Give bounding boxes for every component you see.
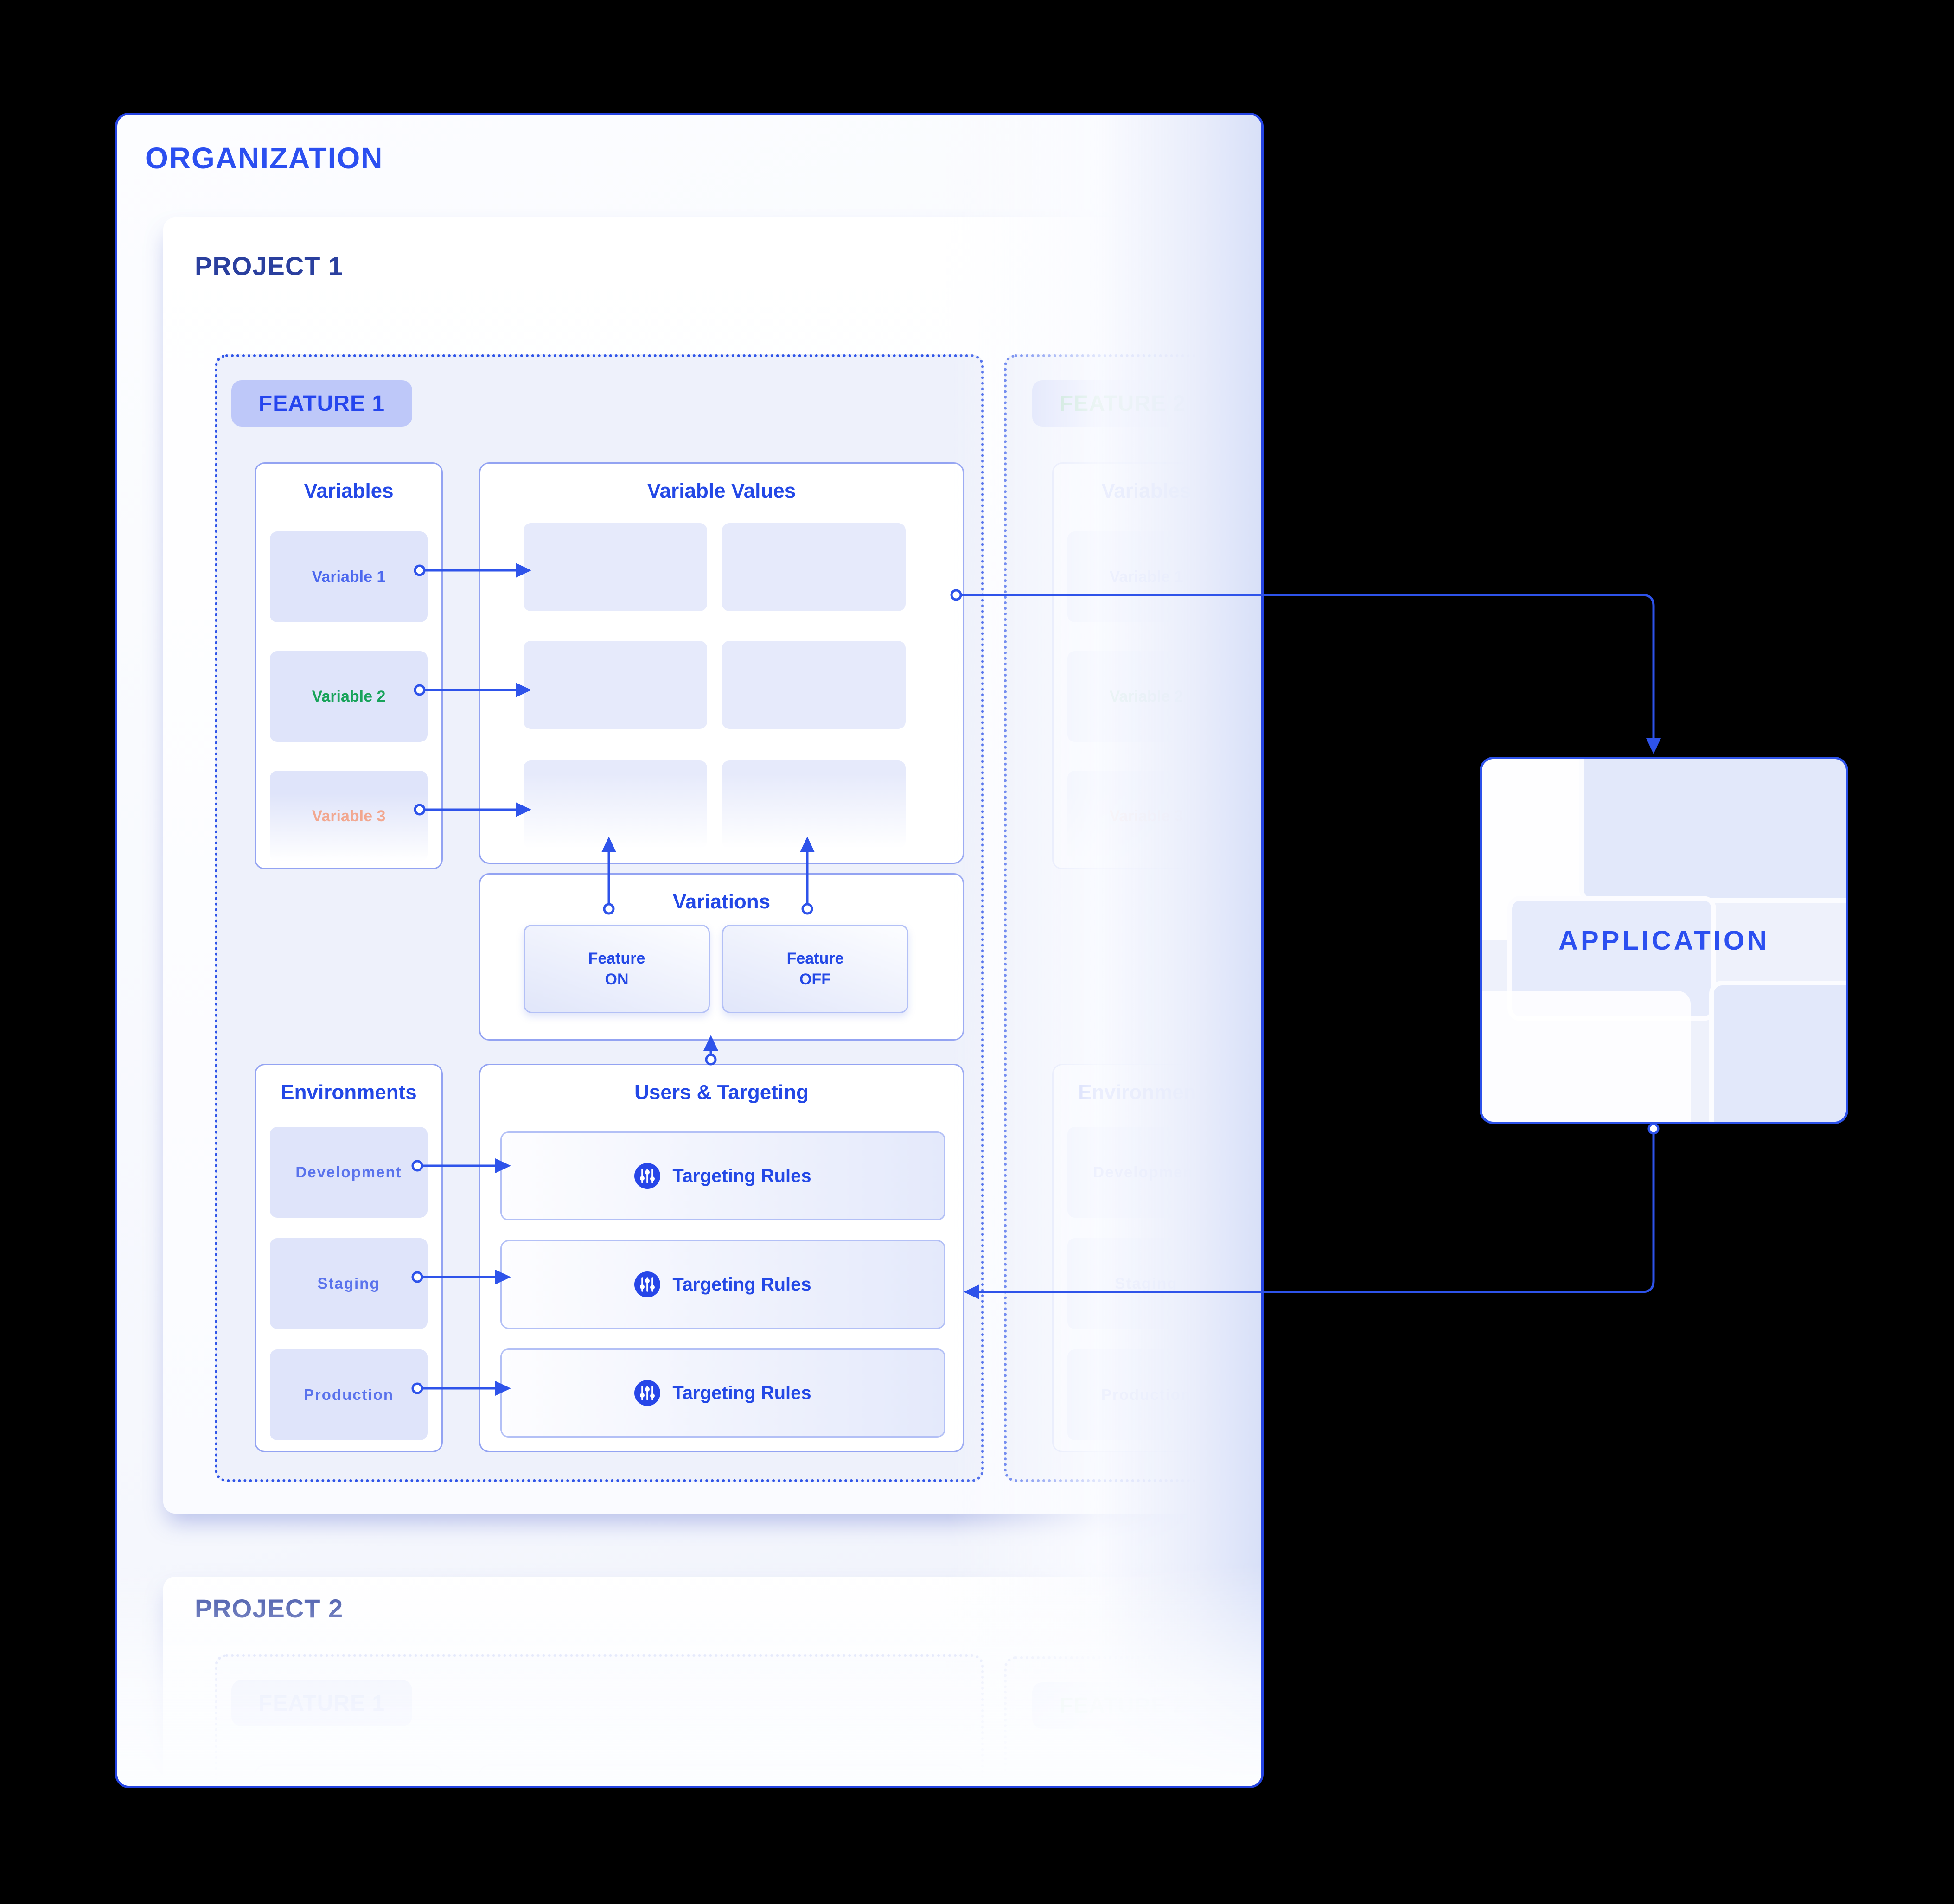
environments-title: Environments [281,1081,417,1104]
variable-1-pill: Variable 1 [270,531,428,622]
variable-3-pill: Variable 3 [270,771,428,862]
arrowhead-down [1646,738,1661,754]
app-pattern-shape [1482,991,1691,1122]
sliders-icon [634,1380,661,1406]
variable-2-pill: Variable 2 [270,651,428,742]
sliders-icon [634,1271,661,1297]
variables-box: Variables Variable 1 Variable 2 Variable… [255,462,443,869]
sliders-icon [634,1163,661,1189]
variable-value-placeholder [524,523,707,611]
targeting-rules-row: Targeting Rules [500,1131,945,1220]
connector-dot [1647,1123,1660,1135]
targeting-rules-label: Targeting Rules [672,1274,811,1295]
variable-value-placeholder [722,641,906,729]
application-box: APPLICATION [1480,757,1848,1124]
right-fade-overlay [946,115,1261,1786]
app-pattern-shape [1579,759,1846,903]
variable-value-placeholder [524,760,707,849]
feature-on-line2: ON [605,970,629,988]
feature-on-line1: Feature [588,950,645,968]
targeting-rules-label: Targeting Rules [672,1382,811,1403]
variable-value-placeholder [524,641,707,729]
app-pattern-shape [1709,981,1846,1122]
environments-box: Environments Development Staging Product… [255,1064,443,1452]
feature-on-card: Feature ON [524,925,710,1013]
users-targeting-box: Users & Targeting Targeting Rules [479,1064,964,1452]
production-pill: Production [270,1349,428,1440]
feature-off-line1: Feature [786,950,844,968]
variations-box: Variations Feature ON Feature OFF [479,873,964,1041]
variations-title: Variations [672,890,771,913]
feature1-dashed-box: FEATURE 1 Variables Variable 1 Variable … [215,354,984,1482]
targeting-rules-row: Targeting Rules [500,1240,945,1329]
users-targeting-title: Users & Targeting [634,1081,809,1104]
variable-value-placeholder [722,523,906,611]
application-title: APPLICATION [1558,925,1769,956]
organization-box: ORGANIZATION PROJECT 1 FEATURE 1 Variabl… [115,113,1264,1788]
bottom-fade-overlay [117,1563,1261,1786]
project1-title: PROJECT 1 [195,251,344,281]
targeting-rules-label: Targeting Rules [672,1165,811,1186]
feature-off-card: Feature OFF [722,925,908,1013]
development-pill: Development [270,1127,428,1218]
variable-values-title: Variable Values [647,479,796,502]
variable-value-placeholder [722,760,906,849]
targeting-rules-row: Targeting Rules [500,1348,945,1438]
feature-off-line2: OFF [799,970,831,988]
staging-pill: Staging [270,1238,428,1329]
variable-values-box: Variable Values [479,462,964,864]
feature1-chip: FEATURE 1 [231,380,412,427]
organization-title: ORGANIZATION [145,141,383,175]
variables-title: Variables [304,479,394,502]
